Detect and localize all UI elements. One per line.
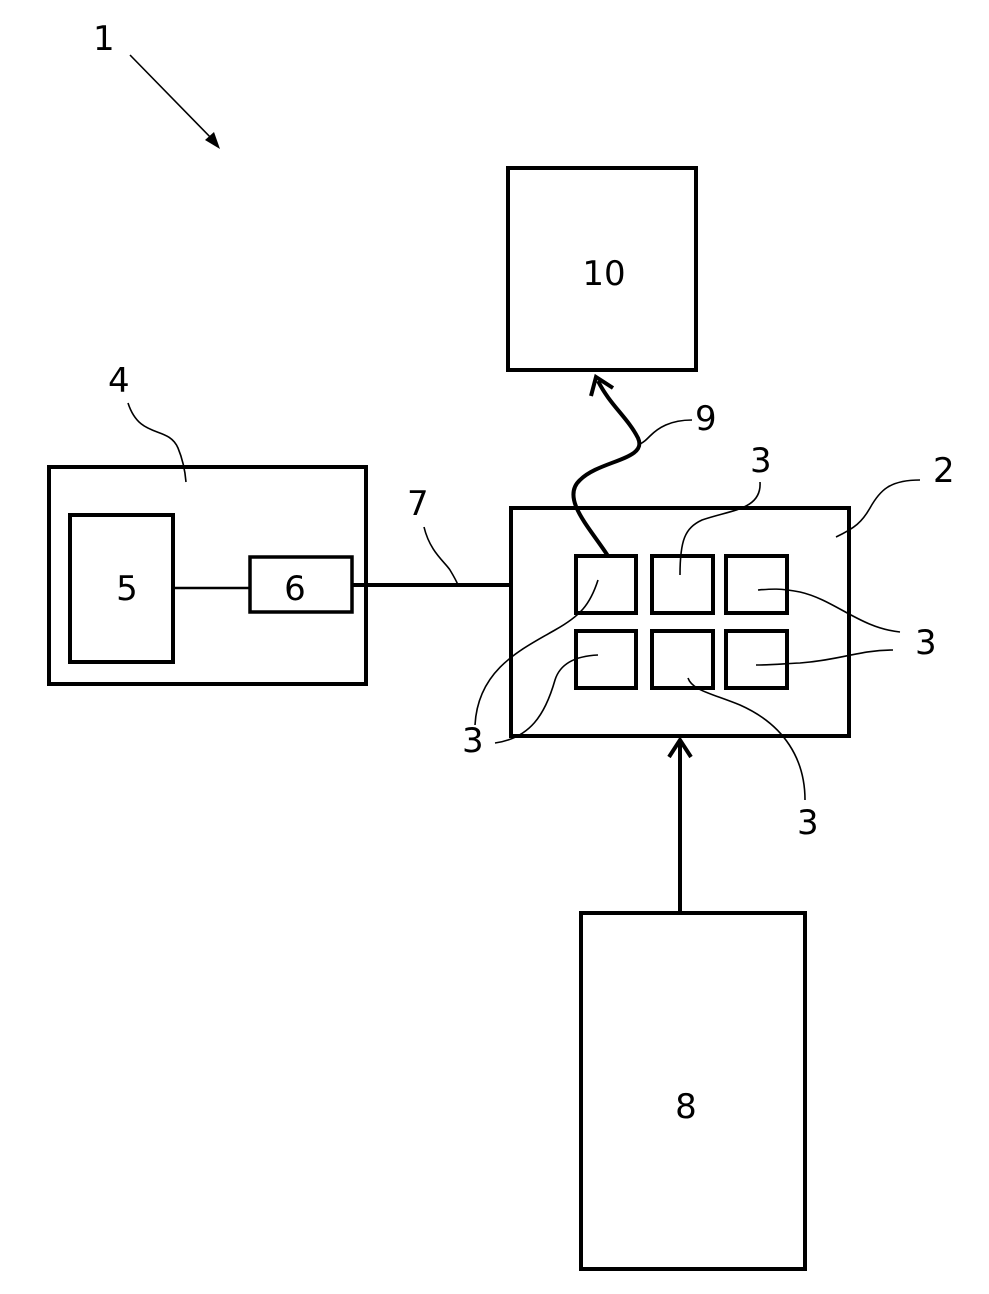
element-3-top-middle bbox=[652, 556, 713, 613]
box-2 bbox=[511, 508, 849, 736]
element-3-bottom-left bbox=[576, 631, 636, 688]
leader-7 bbox=[424, 527, 458, 585]
ref-label-7: 7 bbox=[407, 484, 429, 524]
element-3-bottom-right bbox=[726, 631, 787, 688]
ref-label-4: 4 bbox=[108, 361, 130, 401]
ref-label-10: 10 bbox=[582, 254, 625, 294]
element-3-top-right bbox=[726, 556, 787, 613]
ref-label-6: 6 bbox=[284, 569, 306, 609]
element-3-top-left bbox=[576, 556, 636, 613]
system-pointer-arrow bbox=[130, 55, 215, 142]
ref-label-3-right-upper: 3 bbox=[915, 623, 937, 663]
ref-label-5: 5 bbox=[116, 569, 138, 609]
ref-label-8: 8 bbox=[675, 1087, 697, 1127]
ref-label-2: 2 bbox=[933, 451, 955, 491]
ref-label-3-bottom: 3 bbox=[797, 803, 819, 843]
ref-label-1: 1 bbox=[93, 19, 115, 59]
element-3-bottom-middle bbox=[652, 631, 713, 688]
ref-label-9: 9 bbox=[695, 399, 717, 439]
leader-9 bbox=[640, 420, 692, 444]
ref-label-3-left: 3 bbox=[462, 721, 484, 761]
ref-label-3-top: 3 bbox=[750, 441, 772, 481]
